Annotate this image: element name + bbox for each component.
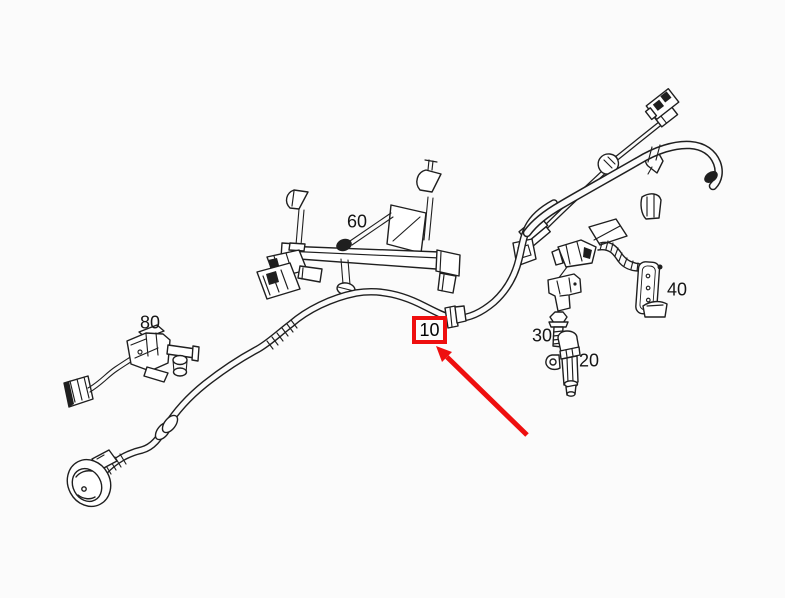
round-connector-drawing [66, 449, 118, 508]
bracket-60-drawing [256, 159, 461, 300]
red-pointer-arrow-icon [436, 346, 529, 437]
callout-10: 10 [419, 319, 440, 340]
callout-40[interactable]: 40 [666, 279, 688, 300]
highlight-box-part-10[interactable]: 10 [412, 316, 447, 344]
sensor-20-drawing [545, 330, 581, 397]
callout-60[interactable]: 60 [346, 211, 368, 232]
elbow-connector-drawing [547, 273, 582, 312]
callout-30[interactable]: 30 [531, 325, 553, 346]
bracket-80-drawing [63, 324, 200, 408]
callout-20[interactable]: 20 [578, 350, 600, 371]
main-harness-cable-drawing [100, 140, 723, 476]
callout-80[interactable]: 80 [139, 312, 161, 333]
upper-branch-drawing [512, 87, 680, 280]
bracket-40-drawing [588, 151, 668, 318]
